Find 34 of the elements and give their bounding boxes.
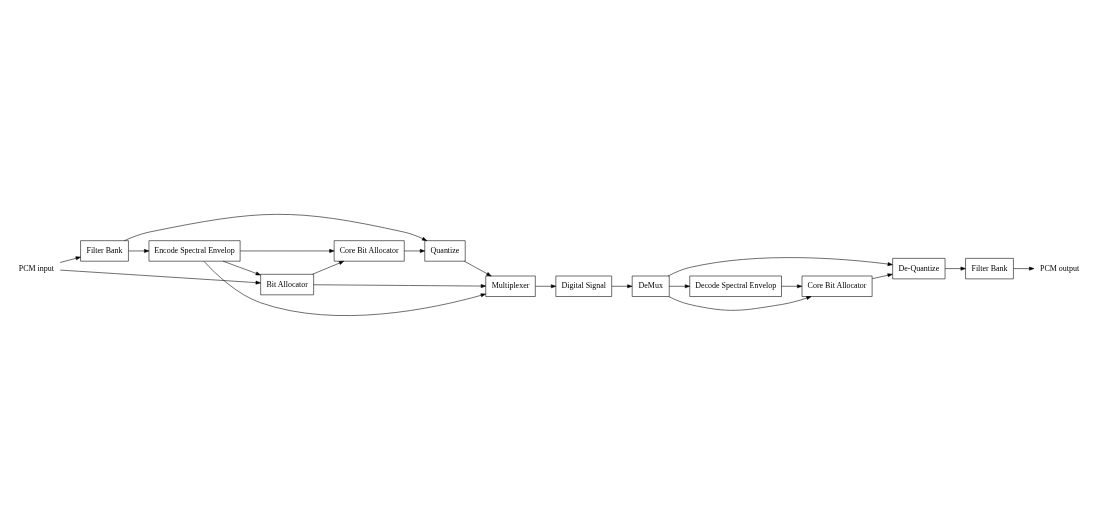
arrow — [124, 213, 428, 241]
node-box: DeMux — [631, 275, 670, 297]
node-box: Multiplexer — [485, 275, 536, 297]
arrow — [464, 260, 492, 276]
arrow — [668, 295, 812, 311]
node-box: Filter Bank — [965, 257, 1014, 279]
arrow — [59, 269, 261, 284]
arrow — [944, 266, 966, 270]
node-box: Bit Allocator — [260, 273, 314, 295]
node-box: Filter Bank — [80, 239, 129, 261]
arrow — [667, 256, 893, 276]
arrow — [781, 283, 803, 288]
node-box: Decode Spectral Envelop — [689, 275, 782, 297]
node-box: De-Quantize — [892, 257, 946, 279]
node-text: PCM output — [1039, 263, 1080, 273]
arrow — [404, 248, 426, 253]
arrow — [1013, 266, 1035, 270]
arrow — [128, 248, 150, 253]
node-box: Core Bit Allocator — [801, 275, 873, 297]
arrow — [59, 255, 81, 263]
arrow — [203, 260, 486, 316]
node-text: PCM input — [18, 263, 55, 273]
arrow — [222, 260, 261, 275]
arrow — [312, 260, 345, 275]
arrow — [872, 272, 893, 279]
node-box: Quantize — [424, 239, 466, 261]
node-box: Core Bit Allocator — [333, 239, 405, 261]
node-box: Digital Signal — [555, 275, 612, 297]
arrow — [611, 283, 633, 288]
arrow — [668, 283, 691, 288]
arrow — [239, 248, 335, 253]
node-box: Encode Spectral Envelop — [148, 239, 241, 261]
arrow — [535, 283, 557, 288]
arrow — [313, 283, 486, 288]
